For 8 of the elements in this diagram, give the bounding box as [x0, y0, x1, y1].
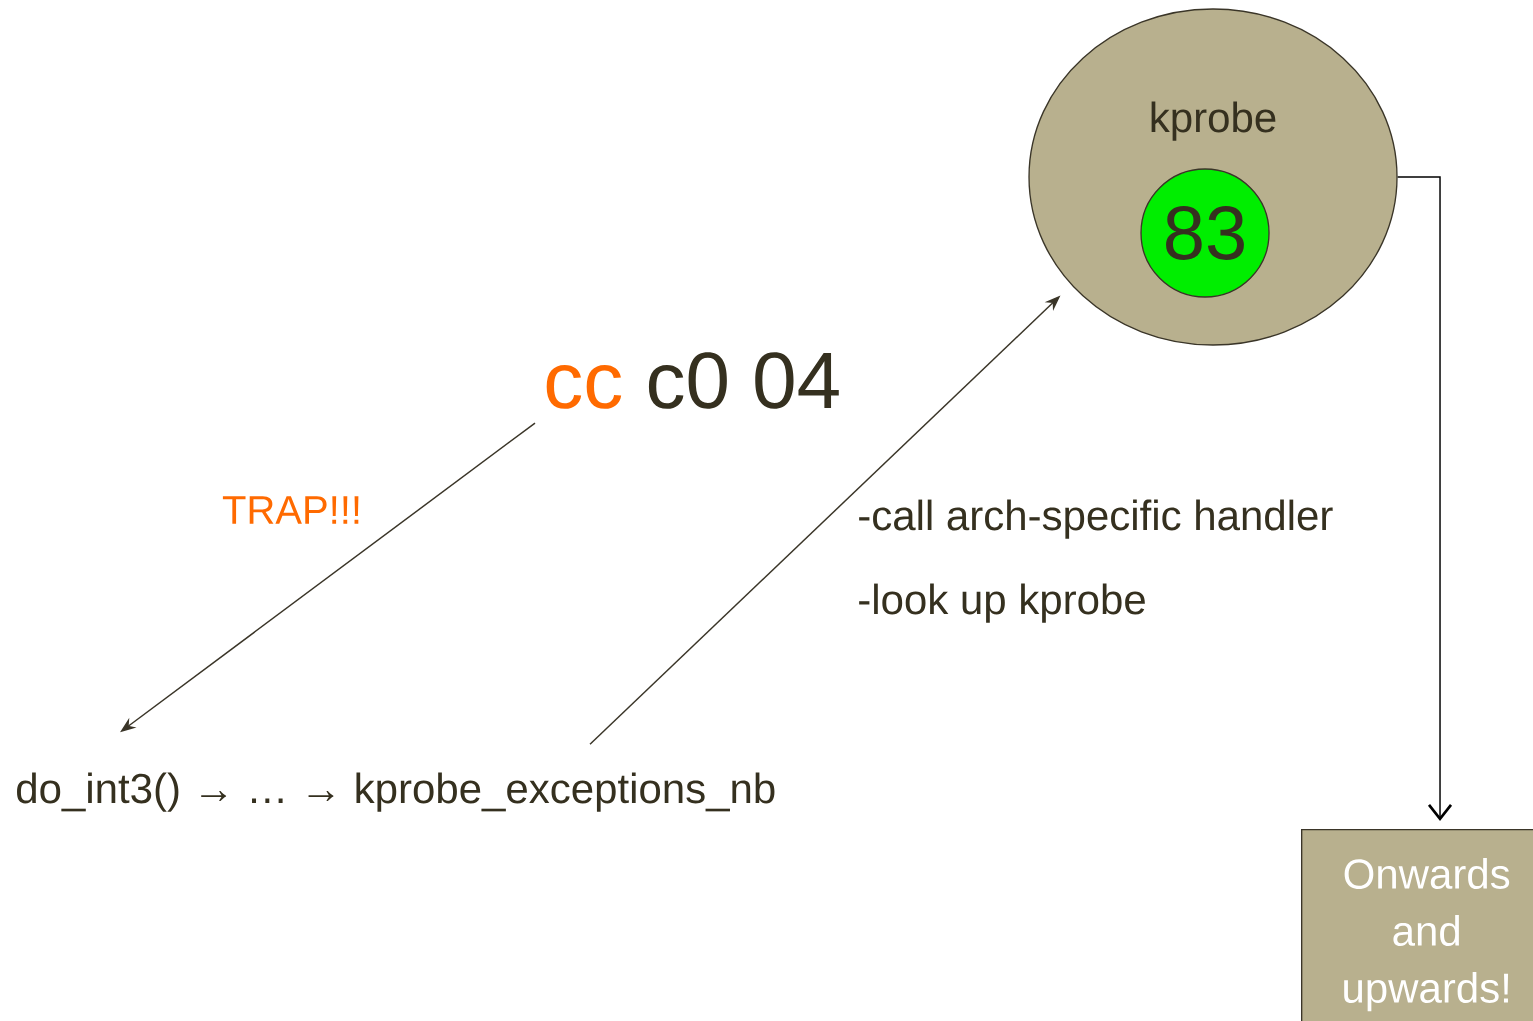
- note-text: -look up kprobe: [859, 583, 1145, 623]
- result-box: Onwards and upwards!: [1301, 829, 1533, 1021]
- hex-bytes-text: cc c0 04: [546, 352, 839, 409]
- note-text: -call arch-specific handler: [859, 499, 1333, 539]
- circle-node: 83: [1140, 168, 1270, 298]
- arrow: [1396, 176, 1453, 822]
- call-chain-text: do_int3() → … → kprobe_exceptions_nb: [17, 772, 775, 812]
- edge-label: TRAP!!!: [219, 493, 365, 527]
